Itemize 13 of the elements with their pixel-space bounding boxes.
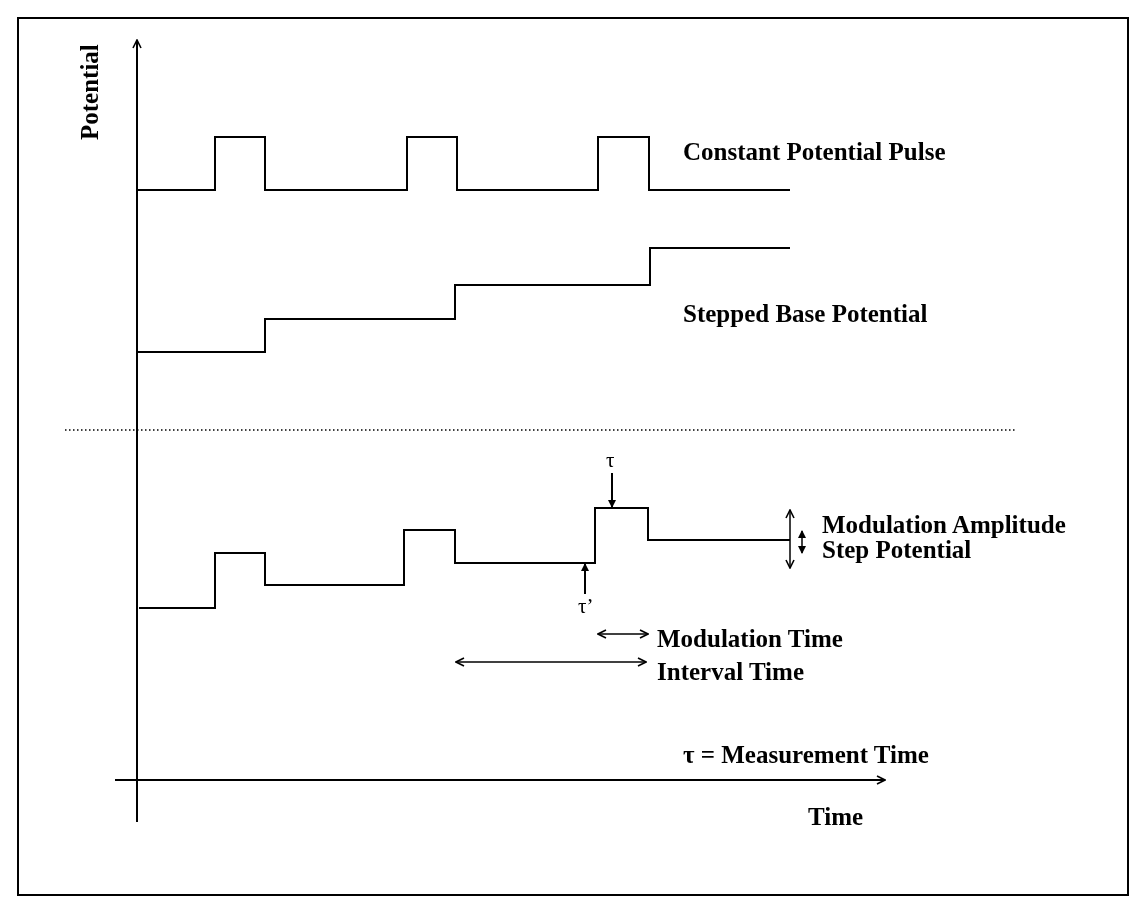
annotation-text: Constant Potential Pulse xyxy=(683,139,946,164)
annotation-text: τ = Measurement Time xyxy=(683,742,929,767)
leader-arrow xyxy=(581,563,589,595)
annotation-text: Interval Time xyxy=(657,659,804,684)
annotation-text: Stepped Base Potential xyxy=(683,301,928,326)
axis-title: Time xyxy=(808,804,864,829)
annotation-text: Modulation Time xyxy=(657,626,843,651)
annotation-text: Modulation Amplitude xyxy=(822,512,1066,537)
symbol-label: τ xyxy=(606,450,615,471)
axis-title: Potential xyxy=(77,44,102,140)
symbol-label: τ’ xyxy=(578,596,594,617)
leader-arrow xyxy=(608,472,616,508)
annotation-text: Step Potential xyxy=(822,537,972,562)
